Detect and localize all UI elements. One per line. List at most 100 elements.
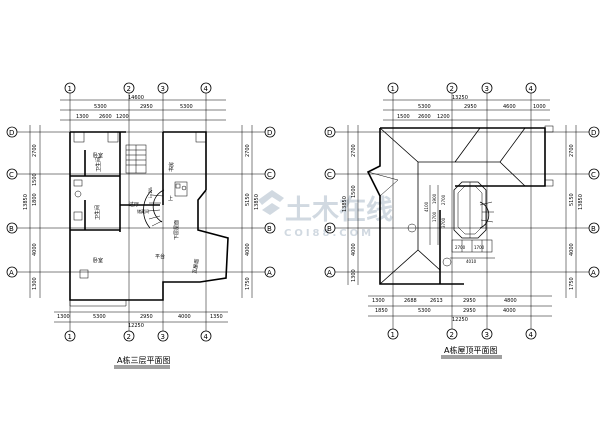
grid-label: 3 bbox=[161, 85, 165, 93]
dim-label: 2700 bbox=[351, 144, 357, 157]
room-landing: 平台 bbox=[155, 253, 165, 260]
watermark-logo-icon bbox=[258, 190, 284, 215]
roof-outline bbox=[366, 127, 546, 285]
plan-right-title: A栋屋顶平面图 bbox=[444, 345, 497, 355]
grid-label: D bbox=[9, 129, 14, 137]
grid-label: B bbox=[327, 225, 332, 233]
dim-label: 2950 bbox=[140, 104, 153, 110]
room-lobby: 过厅 bbox=[129, 201, 139, 208]
dim-label: 1750 bbox=[245, 277, 251, 290]
dim-label: 1500 bbox=[32, 173, 38, 186]
dim-label: 1700 bbox=[474, 245, 485, 250]
room-bedroom-2: 卧室 bbox=[93, 257, 103, 264]
grid-label: 3 bbox=[485, 85, 489, 93]
dim-label: 1300 bbox=[32, 277, 38, 290]
grid-label: A bbox=[267, 269, 272, 277]
dim-label: 1300 bbox=[351, 269, 357, 282]
room-slope-note: i=2% bbox=[148, 187, 153, 198]
dim-label: 3700 bbox=[441, 217, 446, 228]
plan-left-title: A栋三层平面图 bbox=[117, 355, 170, 365]
grid-label: D bbox=[327, 129, 332, 137]
grid-label: 4 bbox=[204, 85, 209, 93]
room-bedroom-1: 卧室 bbox=[93, 152, 103, 159]
grid-label: A bbox=[9, 269, 14, 277]
roof-markers bbox=[407, 125, 554, 267]
grid-label: 1 bbox=[68, 85, 72, 93]
room-roof-note: 瓦屋面 bbox=[192, 259, 201, 275]
dim-label: 13850 bbox=[578, 194, 584, 210]
grid-label: 1 bbox=[391, 85, 395, 93]
dim-label: 5300 bbox=[94, 104, 107, 110]
grid-bubbles-bottom-right: 1 2 3 4 bbox=[387, 328, 537, 340]
dim-label: 2700 bbox=[245, 144, 251, 157]
grid-label: 4 bbox=[529, 331, 534, 339]
dim-label: 4010 bbox=[466, 259, 477, 264]
dim-label: 4000 bbox=[569, 243, 575, 256]
dim-label: 4000 bbox=[503, 308, 516, 314]
dim-label: 1850 bbox=[375, 308, 388, 314]
dim-label: 2950 bbox=[463, 298, 476, 304]
room-storage: 储藏间 bbox=[137, 208, 149, 214]
dim-label: 2700 bbox=[455, 245, 466, 250]
grid-label: B bbox=[591, 225, 596, 233]
grid-label: 1 bbox=[68, 333, 72, 341]
dimension-right-side: 2700 5150 13850 4000 1750 bbox=[241, 125, 260, 298]
grid-bubbles-right-side: D C B A bbox=[264, 126, 276, 278]
dim-label: 1500 bbox=[397, 114, 410, 120]
dim-label: 4000 bbox=[351, 243, 357, 256]
grid-label: C bbox=[9, 171, 14, 179]
dim-label: 13250 bbox=[452, 95, 468, 101]
dim-label: 2600 bbox=[99, 114, 112, 120]
watermark-latin: COI88.COM bbox=[284, 228, 374, 239]
dimension-right-side-right: 2700 5150 13850 4000 1750 bbox=[565, 125, 584, 298]
dim-label: 1300 bbox=[76, 114, 89, 120]
grid-label: D bbox=[267, 129, 272, 137]
plan-right: 1 2 3 4 1 2 3 4 D C B A D C B A bbox=[324, 82, 600, 359]
dim-label: 1300 bbox=[372, 298, 385, 304]
dim-label: 1200 bbox=[437, 114, 450, 120]
grid-bubbles-left-side: D C B A bbox=[6, 126, 18, 278]
grid-label: C bbox=[591, 171, 596, 179]
dim-label: 1350 bbox=[210, 314, 223, 320]
dim-label: 2950 bbox=[463, 308, 476, 314]
room-bath-2: 卫生间 bbox=[94, 205, 101, 220]
dim-label: 2613 bbox=[430, 298, 443, 304]
grid-label: B bbox=[9, 225, 14, 233]
grid-label: 2 bbox=[450, 331, 454, 339]
room-balcony-roof: 下层屋面 bbox=[174, 220, 180, 240]
dim-label: 5150 bbox=[245, 193, 251, 206]
plan-left-title-group: A栋三层平面图 bbox=[114, 355, 170, 369]
grid-label: C bbox=[267, 171, 272, 179]
grid-bubbles-bottom-left: 1 2 3 4 bbox=[64, 330, 212, 342]
dim-label: 2950 bbox=[140, 314, 153, 320]
grid-label: 3 bbox=[485, 331, 489, 339]
dimension-bottom-right: 1300 2688 2613 2950 4800 1850 5300 2950 … bbox=[368, 295, 552, 323]
dimension-bottom-left: 1300 5300 2950 4000 1350 12250 bbox=[54, 311, 228, 329]
plan-right-title-group: A栋屋顶平面图 bbox=[441, 345, 502, 359]
dim-label: 5300 bbox=[180, 104, 193, 110]
grid-label: A bbox=[591, 269, 596, 277]
dim-label: 5300 bbox=[418, 308, 431, 314]
dim-label: 1800 bbox=[32, 193, 38, 206]
grid-label: A bbox=[327, 269, 332, 277]
room-bath-1: 卫生间 bbox=[95, 157, 102, 172]
grid-label: 2 bbox=[127, 85, 131, 93]
room-labels-left: 卫生间 卫生间 卧室 卧室 书房 过厅 储藏间 下层屋面 平台 瓦屋面 i=2%… bbox=[93, 152, 201, 274]
dim-label: 4000 bbox=[178, 314, 191, 320]
grid-lines-right bbox=[335, 93, 589, 329]
grid-label: 4 bbox=[529, 85, 534, 93]
dimension-top-left: 14600 5300 2950 5300 1300 2600 1200 bbox=[60, 95, 226, 121]
dim-label: 1000 bbox=[533, 104, 546, 110]
grid-label: C bbox=[327, 171, 332, 179]
grid-label: 1 bbox=[391, 331, 395, 339]
dim-label: 5300 bbox=[418, 104, 431, 110]
watermark-brand: 土木在线 bbox=[285, 195, 393, 226]
dim-label: 13850 bbox=[23, 194, 29, 210]
dim-label: 4000 bbox=[245, 243, 251, 256]
dim-label: 2700 bbox=[569, 144, 575, 157]
dimension-left-side: 2700 1500 1800 4000 1300 13850 bbox=[23, 125, 41, 298]
grid-bubbles-right-side-right: D C B A bbox=[588, 126, 600, 278]
dim-label: 13850 bbox=[342, 196, 348, 212]
spiral-stair-left bbox=[143, 189, 165, 229]
dim-label: 5150 bbox=[569, 193, 575, 206]
